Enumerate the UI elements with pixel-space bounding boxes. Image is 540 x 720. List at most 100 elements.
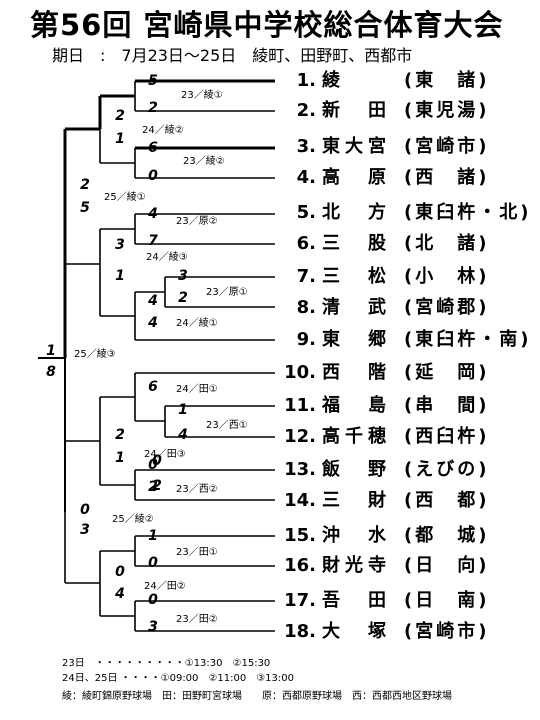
team-region: (宮崎市) [404, 136, 490, 157]
team-name: 福 島 [322, 395, 391, 416]
team-name: 三 財 [322, 490, 391, 511]
team-number: 13. [284, 459, 316, 480]
team-region: (串 間) [404, 395, 490, 416]
venue-legend: 綾：綾町錦原野球場 田：田野町宮球場 原：西都原野球場 西：西都西地区野球場 [62, 691, 452, 702]
team-row: 1.綾(東 諸) [282, 68, 489, 94]
score-value: 5 [148, 73, 158, 89]
team-region: (東臼杵・北) [404, 202, 532, 223]
team-name: 新 田 [322, 100, 391, 121]
team-region: (東臼杵・南) [404, 329, 532, 350]
score-value: 3 [148, 619, 158, 635]
match-info: 24／綾② [142, 125, 184, 136]
score-value: 0 [115, 564, 125, 580]
team-name: 清 武 [322, 297, 391, 318]
team-row: 11. 福 島 (串 間) [282, 393, 489, 419]
team-region: (えびの) [404, 459, 490, 480]
team-row: 17.吾 田(日 南) [282, 588, 489, 614]
score-value: 6 [148, 379, 158, 395]
team-name: 綾 [322, 70, 345, 91]
score-value: 3 [178, 268, 188, 284]
score-value: 0 [148, 592, 158, 608]
team-name: 飯 野 [322, 459, 391, 480]
score-value: 0 [80, 502, 90, 518]
score-value: 3 [80, 522, 90, 538]
team-number: 18. [284, 621, 316, 642]
team-row: 7. 三 松 (小 林) [282, 264, 489, 290]
team-name: 西 階 [322, 362, 391, 383]
team-name: 三 松 [322, 266, 391, 287]
team-number: 5. [296, 202, 316, 223]
team-number: 11. [284, 395, 316, 416]
score-value: 0 [148, 457, 158, 473]
match-info: 23／西① [206, 420, 248, 431]
team-region: (日 向) [404, 555, 490, 576]
score-value: 1 [115, 131, 125, 147]
team-region: (都 城) [404, 525, 490, 546]
score-value: 0 [148, 168, 158, 184]
score-value: 2 [152, 478, 162, 494]
team-name: 吾 田 [322, 590, 391, 611]
page-title: 第56回 宮崎県中学校総合体育大会 [30, 8, 504, 42]
score-value: 7 [148, 233, 158, 249]
score-value: 4 [115, 586, 125, 602]
match-info: 24／田③ [144, 449, 186, 460]
team-row: 15.沖 水(都 城) [282, 523, 489, 549]
team-name: 高千穂 [322, 426, 391, 447]
score-value: 4 [148, 315, 158, 331]
team-row: 18.大 塚(宮崎市) [282, 619, 489, 645]
team-number: 8. [296, 297, 316, 318]
score-value: 3 [115, 237, 125, 253]
team-row: 10. 西 階 (延 岡) [282, 360, 489, 386]
team-number: 10. [284, 362, 316, 383]
team-number: 3. [296, 136, 316, 157]
team-row: 4.高 原(西 諸) [282, 165, 489, 191]
score-value: 1 [178, 402, 188, 418]
score-value: 2 [115, 427, 125, 443]
team-row: 14.三 財(西 都) [282, 488, 489, 514]
match-info: 23／綾② [183, 156, 225, 167]
team-name: 北 方 [322, 202, 391, 223]
score-value: 2 [115, 108, 125, 124]
score-value: 0 [152, 453, 162, 469]
team-region: (宮崎郡) [404, 297, 490, 318]
team-row: 12. 高千穂 (西臼杵) [282, 424, 489, 450]
match-info: 23／原① [206, 287, 248, 298]
match-info: 24／田② [144, 581, 186, 592]
team-region: (延 岡) [404, 362, 490, 383]
date-venue-line: 期日 : 7月23日～25日 綾町、田野町、西都市 [52, 46, 413, 65]
score-value: 2 [80, 177, 90, 193]
match-info: 23／西② [176, 484, 218, 495]
score-value: 1 [115, 450, 125, 466]
match-info: 23／田① [176, 547, 218, 558]
team-region: (西 都) [404, 490, 490, 511]
team-row: 8. 清 武 (宮崎郡) [282, 295, 489, 321]
team-row: 5. 北 方 (東臼杵・北) [282, 200, 531, 226]
match-info: 24／綾③ [146, 252, 188, 263]
team-region: (西臼杵) [404, 426, 490, 447]
score-value: 2 [148, 479, 158, 495]
score-value: 2 [148, 100, 158, 116]
score-value: 2 [178, 290, 188, 306]
team-region: (小 林) [404, 266, 490, 287]
team-number: 12. [284, 426, 316, 447]
team-number: 16. [284, 555, 316, 576]
team-number: 7. [296, 266, 316, 287]
team-row: 9.東 郷(東臼杵・南) [282, 327, 531, 353]
match-info: 25／綾① [104, 192, 146, 203]
team-name: 高 原 [322, 167, 391, 188]
score-value: 4 [148, 206, 158, 222]
score-value: 6 [148, 140, 158, 156]
team-name: 沖 水 [322, 525, 391, 546]
match-info: 25／綾② [112, 514, 154, 525]
match-info: 23／綾① [181, 90, 223, 101]
team-name: 東 郷 [322, 329, 391, 350]
team-name: 東大宮 [322, 136, 391, 157]
schedule-line-24-25: 24日、25日 ・・・・①09:00 ②11:00 ③13:00 [62, 673, 294, 684]
team-region: (東児湯) [404, 100, 490, 121]
team-row: 13. 飯 野 (えびの) [282, 457, 489, 483]
team-number: 1. [296, 70, 316, 91]
score-value: 0 [148, 555, 158, 571]
match-info: 24／田① [176, 384, 218, 395]
match-info: 23／原② [176, 216, 218, 227]
